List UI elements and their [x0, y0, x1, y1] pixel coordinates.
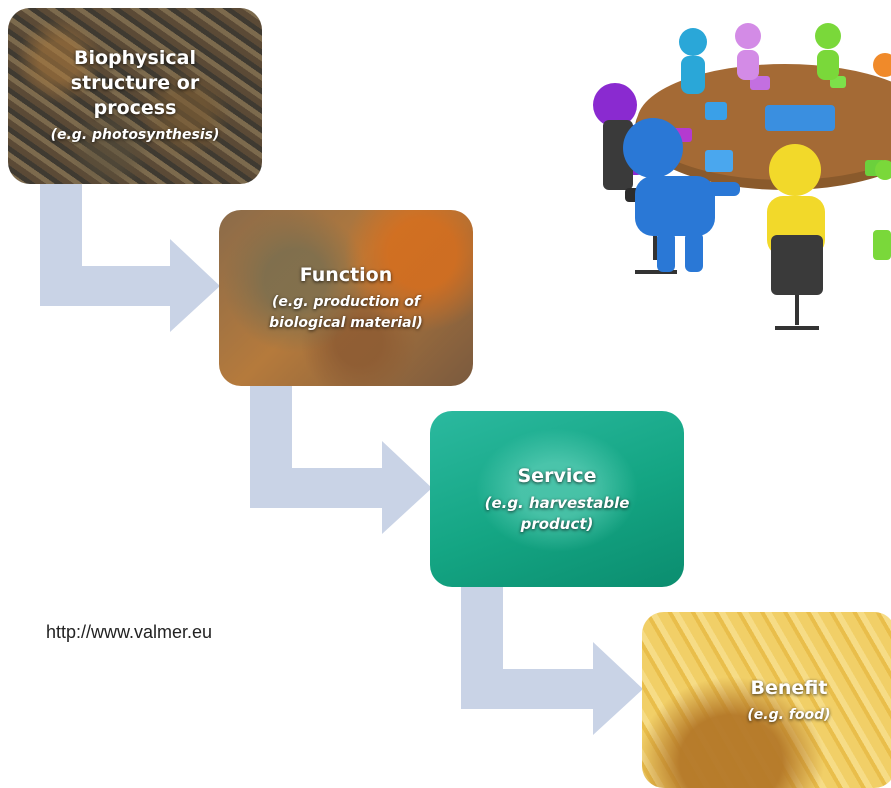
step-title: Service: [517, 465, 597, 487]
meeting-table-illustration: [593, 23, 891, 330]
step-function-box: Function (e.g. production of biological …: [219, 210, 473, 386]
step-example: (e.g. production of biological material): [269, 294, 423, 331]
flow-arrow-3: [461, 587, 643, 735]
flow-arrow-1: [40, 184, 220, 332]
step-title: Function: [299, 264, 393, 286]
step-title: Benefit: [750, 676, 828, 699]
step-example: (e.g. food): [747, 706, 831, 723]
source-url: http://www.valmer.eu: [46, 622, 213, 642]
step-example: (e.g. harvestable product): [484, 494, 630, 533]
step-service-box: Service (e.g. harvestable product): [430, 411, 684, 587]
flow-arrow-2: [250, 386, 432, 534]
step-benefit-box: Benefit (e.g. food): [642, 612, 891, 788]
step-biophysical-box: Biophysical structure or process (e.g. p…: [8, 8, 262, 184]
step-example: (e.g. photosynthesis): [50, 127, 220, 143]
step-title: Biophysical structure or process: [70, 47, 200, 119]
